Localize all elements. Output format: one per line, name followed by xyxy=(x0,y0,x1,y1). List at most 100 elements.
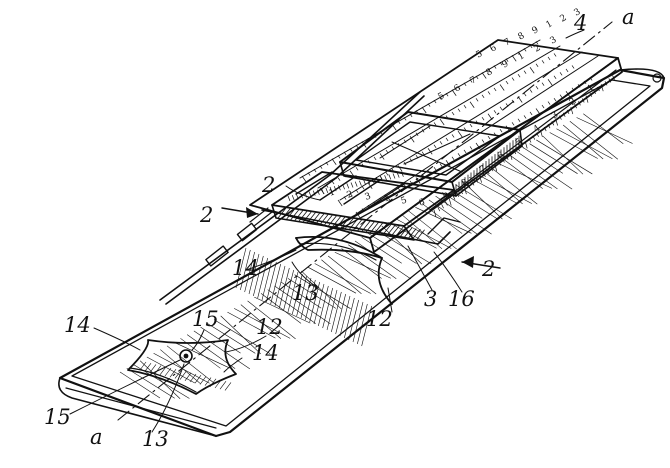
tray-shade-line xyxy=(247,300,296,340)
tray-shade-line xyxy=(307,266,357,294)
tray-shade-line xyxy=(173,341,230,369)
slide-tick xyxy=(329,186,333,193)
ruler-tick xyxy=(331,180,335,185)
tray-shade-line xyxy=(341,248,382,279)
ruler-tick xyxy=(439,163,443,167)
ruler-tick xyxy=(439,96,443,100)
side-tick xyxy=(532,135,536,140)
side-digit: 4 xyxy=(532,123,543,135)
section-hatch-line xyxy=(332,216,341,227)
ruler-tick xyxy=(403,139,407,143)
label-2-right: 2 xyxy=(481,257,495,281)
ruler-tick xyxy=(463,149,467,154)
leader-lines xyxy=(69,29,585,433)
label-2: 2 xyxy=(261,173,275,197)
ruler-tick xyxy=(355,211,361,219)
side-digit: 2 xyxy=(568,96,579,107)
section-hatch-line xyxy=(328,215,337,227)
ruler-tick xyxy=(529,44,533,49)
slide-tick xyxy=(401,171,404,177)
ruler-tick xyxy=(349,148,353,152)
side-digit: 3 xyxy=(550,110,561,122)
slide-digit: 1 xyxy=(328,187,337,198)
tray-shade-line xyxy=(502,158,543,189)
ruler-tick xyxy=(337,199,343,207)
ruler-tick xyxy=(457,108,461,112)
tray-shade-line xyxy=(248,253,260,295)
tray-shade-line xyxy=(529,143,578,174)
tray-shade-line xyxy=(244,251,255,293)
section-hatch-line xyxy=(307,212,316,223)
tray-shade-line xyxy=(139,360,181,399)
ruler-tick xyxy=(469,101,475,108)
tray-shade-line xyxy=(254,296,311,324)
ruler-digit: 1 xyxy=(517,51,527,63)
ruler-tick xyxy=(553,97,557,102)
side-tick xyxy=(437,206,441,212)
ruler-tick xyxy=(505,58,509,62)
ruler-tick xyxy=(571,87,575,92)
section-hatch-line xyxy=(416,229,425,241)
tray-shade-line xyxy=(335,293,346,335)
cursor-edge-hatch xyxy=(455,135,520,196)
ruler-tick xyxy=(445,137,449,142)
ruler-tick xyxy=(439,118,445,126)
ruler-tick xyxy=(559,94,563,98)
label-13-lower: 13 xyxy=(142,427,169,451)
tray-shade-line xyxy=(267,289,316,324)
ruler-tick xyxy=(487,68,491,73)
ruler-tick xyxy=(475,98,479,102)
ruler-digit: 6 xyxy=(489,43,499,55)
ruler-tick xyxy=(523,48,527,52)
tray-shade-line xyxy=(357,303,368,345)
label-12-upper: 12 xyxy=(366,307,393,331)
tray-shade-line xyxy=(257,257,268,299)
section-hatch-line xyxy=(319,214,329,225)
ruler-tick xyxy=(355,167,359,171)
tray-shade-line xyxy=(562,124,604,160)
ruler-tick xyxy=(325,184,329,188)
ruler-tick xyxy=(541,82,545,86)
slide-tick xyxy=(367,178,371,185)
ruler-digit: 8 xyxy=(485,67,495,79)
tray-shade-line xyxy=(388,222,437,249)
slide-tick xyxy=(392,173,396,179)
ruler-tick xyxy=(319,165,323,169)
ruler-tick xyxy=(469,79,473,83)
ruler-tick xyxy=(397,120,401,125)
ruler-tick xyxy=(337,155,341,159)
slide-tick xyxy=(287,195,291,202)
ruler-tick xyxy=(343,151,347,156)
ruler-tick xyxy=(511,77,515,81)
ruler-tick xyxy=(493,65,497,69)
ruler-digit: 7 xyxy=(469,75,479,87)
ruler-tick xyxy=(559,72,563,76)
slide-tick xyxy=(354,181,358,187)
slide-tick xyxy=(308,191,312,197)
slide-tick xyxy=(371,177,375,184)
side-tick xyxy=(441,204,444,209)
slide-digit: 4 xyxy=(382,193,391,204)
ruler-tick xyxy=(481,139,485,143)
ruler-tick xyxy=(421,106,427,114)
ruler-tick xyxy=(565,91,571,98)
plate-hatch-line xyxy=(209,378,217,387)
ruler-tick xyxy=(463,82,467,87)
ruler-tick xyxy=(523,92,527,97)
ruler-tick xyxy=(517,51,521,56)
ruler-tick xyxy=(451,156,455,161)
label-12-lower: 12 xyxy=(256,315,283,339)
tray-shade-line xyxy=(348,299,359,341)
slide-tick xyxy=(333,185,337,192)
ruler-tick xyxy=(313,168,317,173)
ruler-tick xyxy=(307,172,311,176)
side-tick xyxy=(604,81,608,86)
ruler-digit: 5 xyxy=(475,49,485,61)
slide-tick xyxy=(325,187,329,194)
plate-hatch-line xyxy=(224,382,232,391)
spring-plate-lower xyxy=(127,339,237,395)
side-tick xyxy=(547,124,551,129)
tray-shade-line xyxy=(300,277,312,319)
